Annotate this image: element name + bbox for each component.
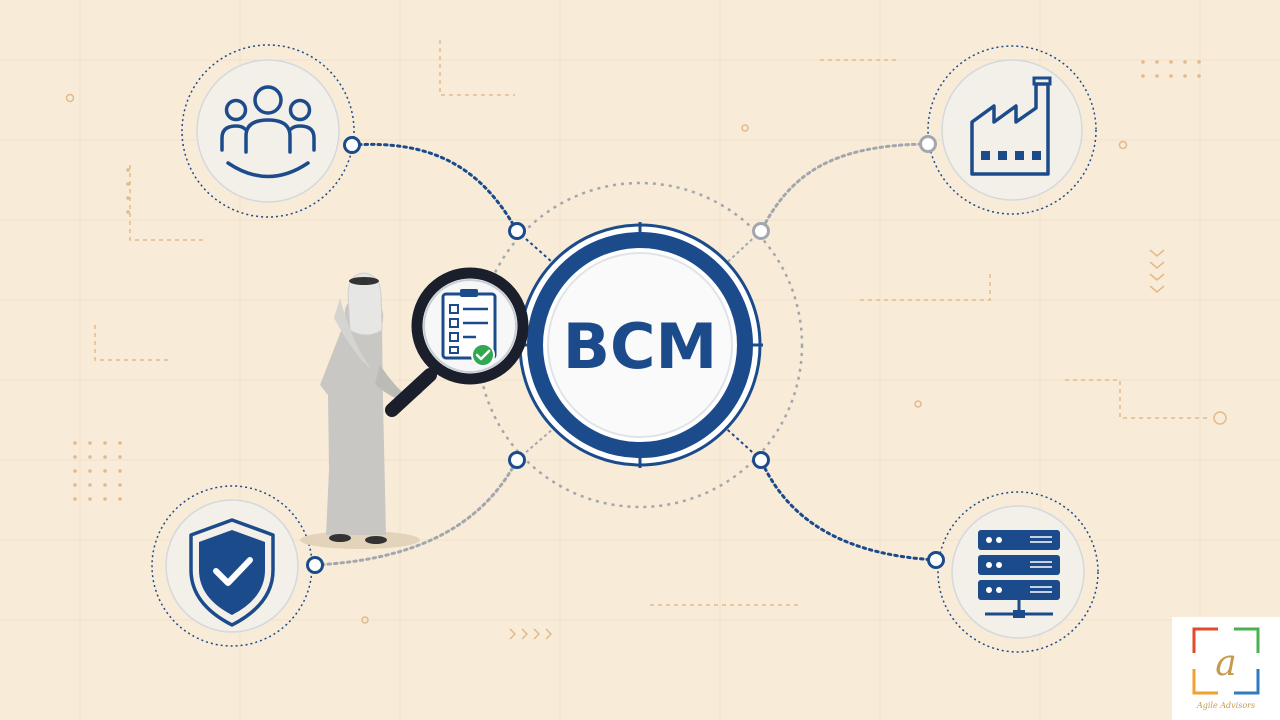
logo-caption: Agile Advisors — [1196, 701, 1256, 710]
node-security — [151, 485, 324, 647]
dot-grid-right — [1141, 60, 1201, 78]
node-people — [181, 44, 361, 218]
logo-letter: a — [1215, 643, 1236, 684]
hub-port-top-right — [752, 222, 770, 240]
node-port-security — [306, 556, 324, 574]
people-group-icon — [220, 85, 316, 179]
consultant-figure — [300, 267, 529, 549]
node-it-infrastructure — [927, 491, 1099, 653]
magnifier-checklist-icon — [441, 289, 497, 367]
background-decorations — [65, 40, 1227, 640]
shield-check-icon — [189, 518, 275, 627]
connector-it-infrastructure — [759, 458, 938, 562]
node-industry — [919, 45, 1097, 215]
bcm-hub: BCM — [476, 181, 804, 509]
node-port-people — [343, 136, 361, 154]
hub-port-bottom-left — [508, 451, 526, 469]
connector-people — [350, 142, 519, 233]
server-rack-icon — [978, 530, 1060, 618]
agile-advisors-logo: a Agile Advisors — [1172, 617, 1280, 720]
node-port-it-infrastructure — [927, 551, 945, 569]
hub-port-top-left — [508, 222, 526, 240]
factory-icon — [970, 76, 1052, 176]
hub-port-bottom-right — [752, 451, 770, 469]
node-port-industry — [919, 135, 937, 153]
connector-industry — [759, 142, 930, 233]
logo-mark: a — [1192, 627, 1260, 695]
center-label: BCM — [563, 310, 717, 383]
dot-grid-left — [73, 168, 130, 501]
connector-security — [313, 458, 519, 567]
